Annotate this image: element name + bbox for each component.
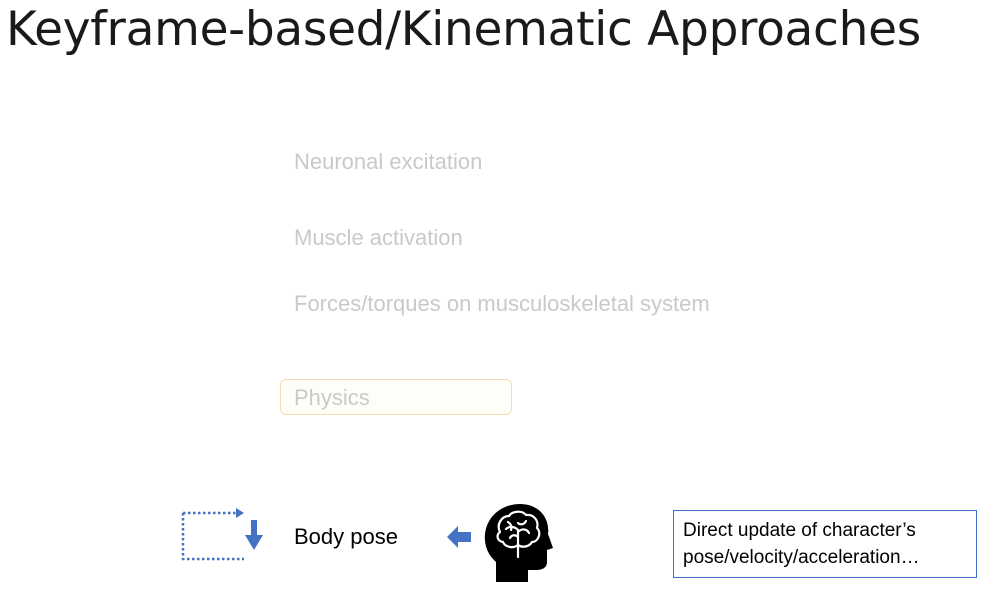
physics-label: Physics — [294, 385, 370, 410]
note-box: Direct update of character’s pose/veloci… — [673, 510, 977, 578]
muscle-activation-label: Muscle activation — [294, 225, 463, 250]
neuronal-excitation-label: Neuronal excitation — [294, 149, 483, 174]
note-line-1: Direct update of character’s — [683, 520, 916, 541]
left-arrow-icon — [447, 526, 471, 548]
note-line-2: pose/velocity/acceleration… — [683, 547, 920, 568]
dotted-loop-arrow-icon — [181, 508, 263, 561]
forces-torques-label: Forces/torques on musculoskeletal system — [294, 291, 710, 316]
physics-box: Physics — [280, 379, 512, 415]
slide-title: Keyframe-based/Kinematic Approaches — [6, 2, 921, 57]
brain-head-icon — [484, 504, 553, 582]
body-pose-label: Body pose — [294, 524, 398, 549]
